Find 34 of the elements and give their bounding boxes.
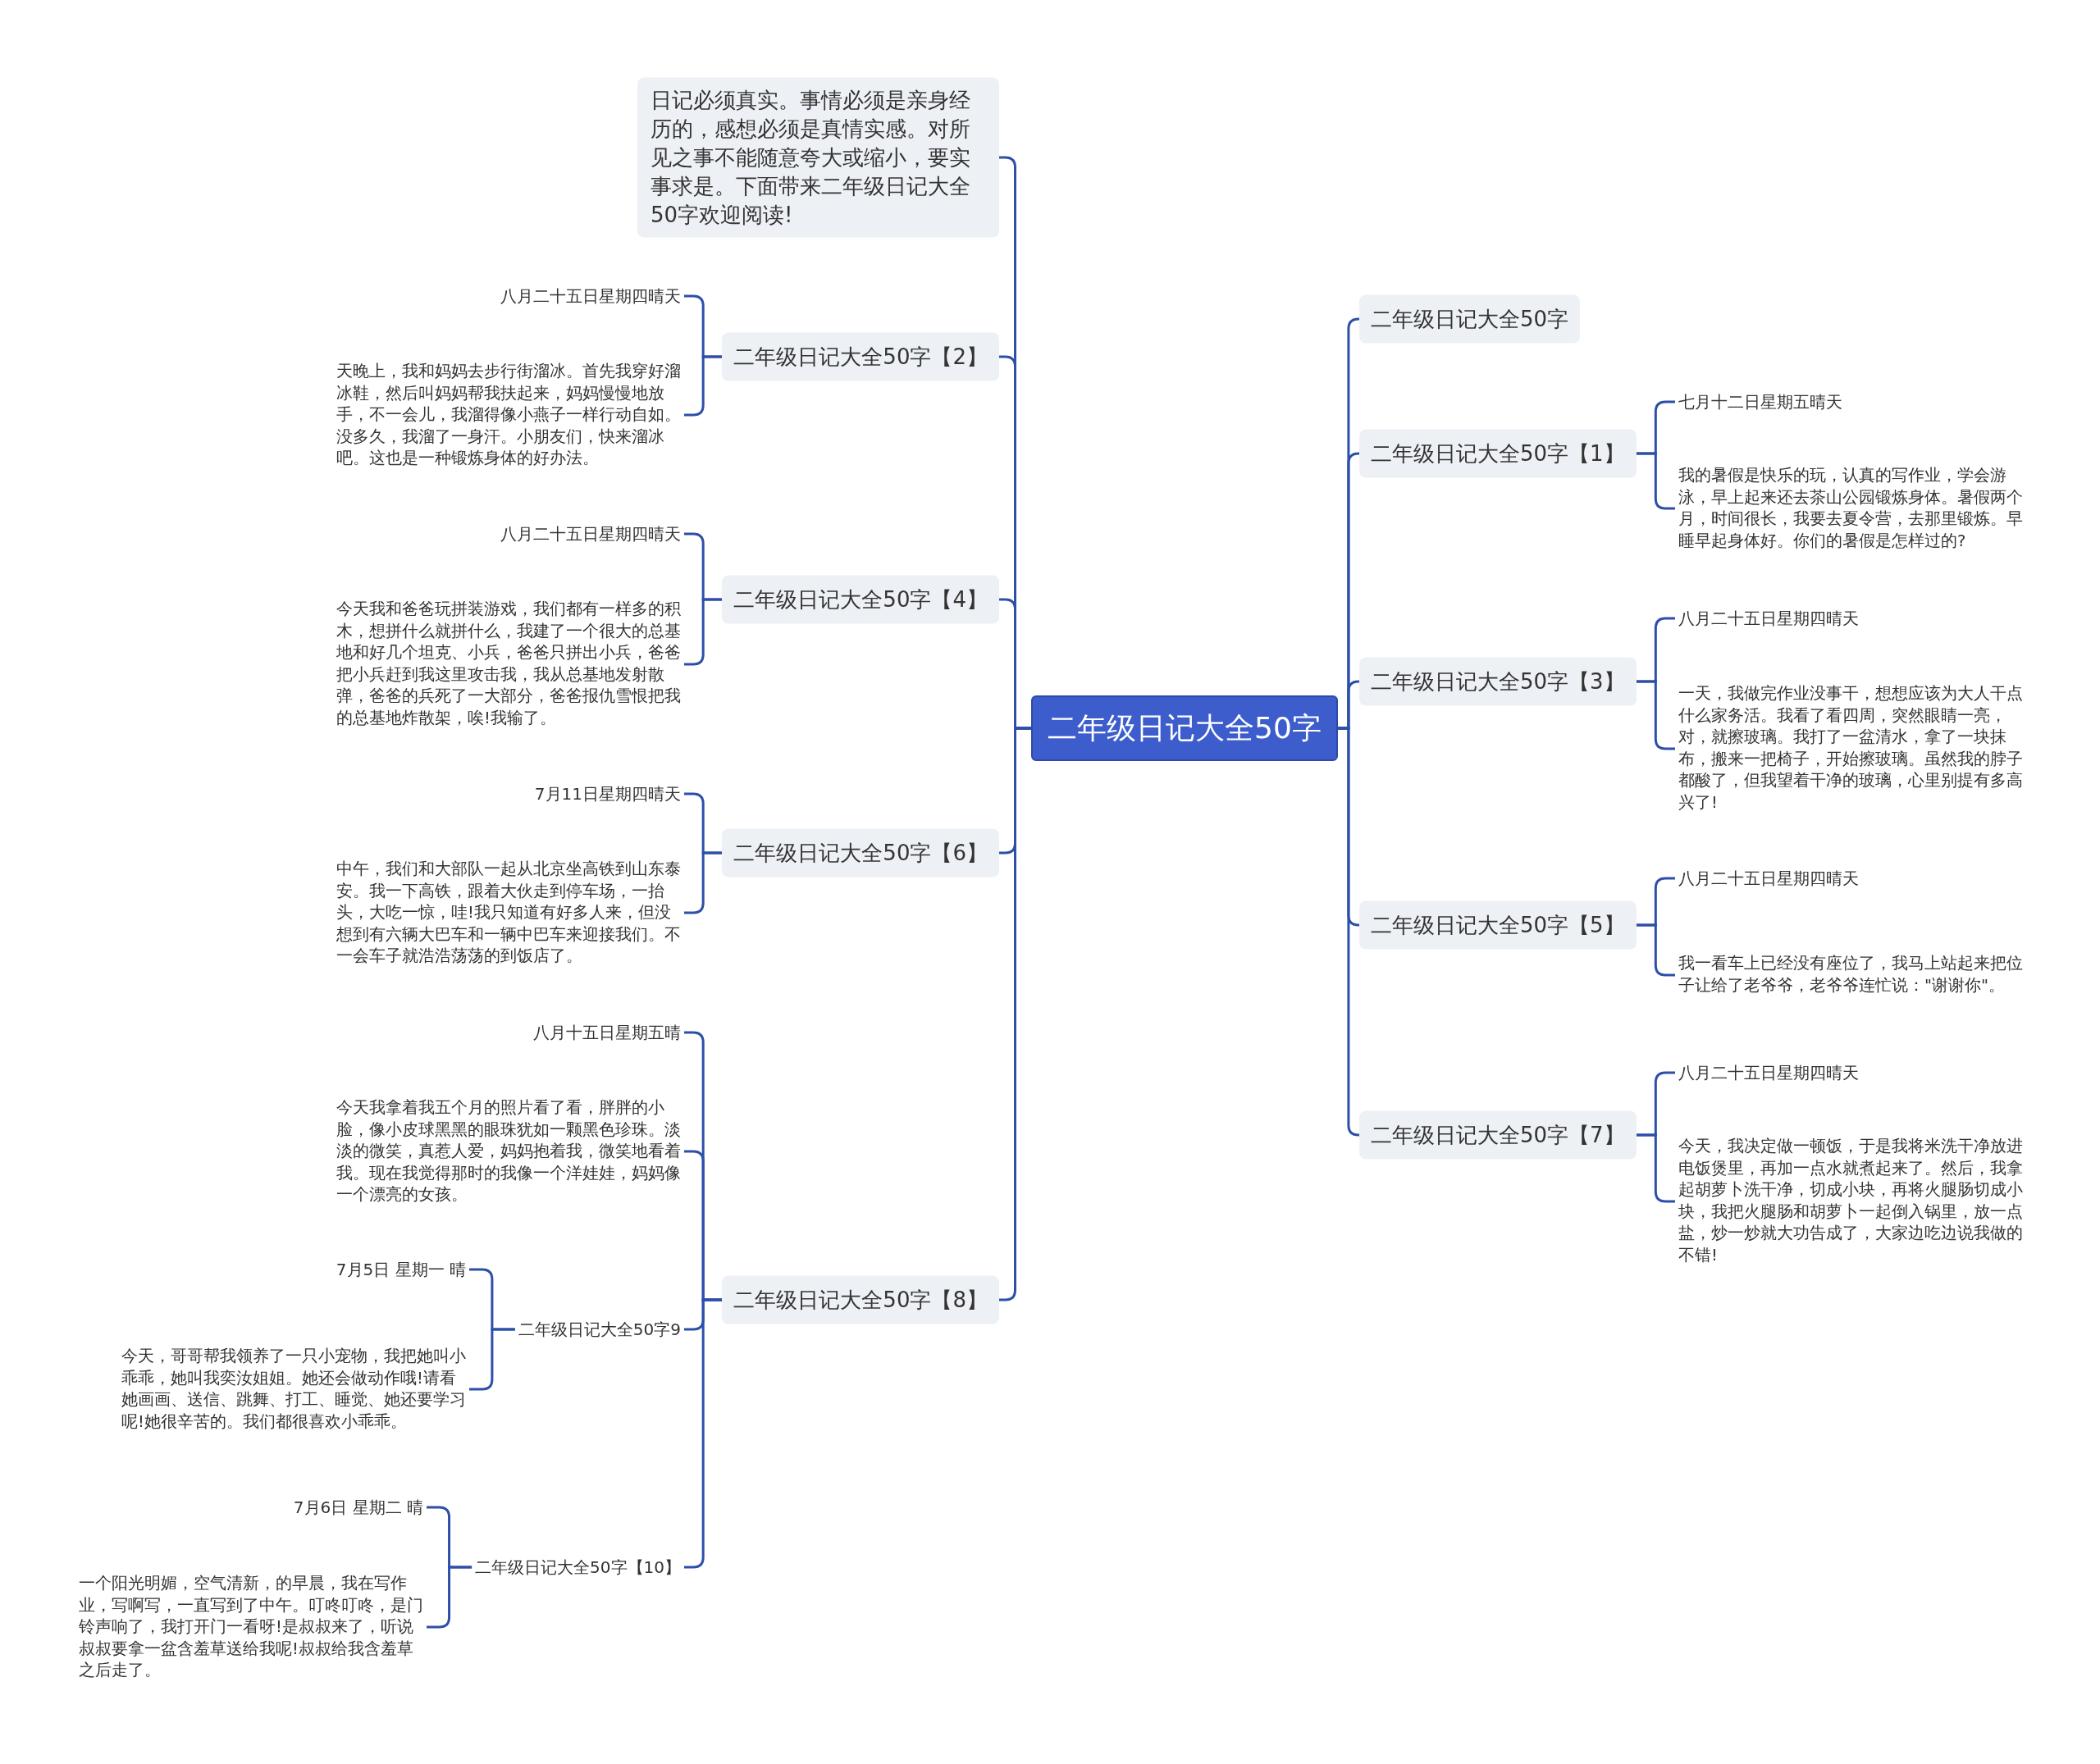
diary-text: 我的暑假是快乐的玩，认真的写作业，学会游泳，早上起来还去茶山公园锻炼身体。暑假两个月，时间很长，我要去夏令营，去那里锻炼。早睡早起身体好。你们的暑假是怎样过的? — [1675, 464, 2026, 553]
diary-text: 今天，哥哥帮我领养了一只小宠物，我把她叫小乖乖，她叫我奕汝姐姐。她还会做动作哦!请看她画画、送信、跳舞、打工、睡觉、她还要学习呢!她很辛苦的。我们都很喜欢小乖乖。 — [118, 1345, 469, 1434]
date-text: 7月11日星期四晴天 — [531, 783, 684, 805]
date-text: 7月5日 星期一 晴 — [332, 1259, 469, 1280]
date-text: 八月二十五日星期四晴天 — [1675, 608, 1862, 629]
connector-line — [1337, 727, 1360, 1137]
diary-text: 天晚上，我和妈妈去步行街溜冰。首先我穿好溜冰鞋，然后叫妈妈帮我扶起来，妈妈慢慢地放手，不一会儿，我溜得像小燕子一样行动自如。没多久，我溜了一身汗。小朋友们，快来溜冰吧。这也是一种锻炼身体的好办法。 — [333, 360, 684, 470]
topic-box: 二年级日记大全50字【4】 — [722, 575, 999, 624]
topic-box: 二年级日记大全50字 — [1359, 294, 1581, 344]
diary-text: 一天，我做完作业没事干，想想应该为大人干点什么家务活。我看了看四周，突然眼睛一亮，对，就擦玻璃。我打了一盆清水，拿了一块抹布，搬来一把椅子，开始擦玻璃。虽然我的脖子都酸了，但我望着干净的玻璃，心里别提有多高兴了! — [1675, 683, 2026, 814]
topic-box: 二年级日记大全50字【5】 — [1359, 900, 1637, 950]
diary-text: 今天我和爸爸玩拼装游戏，我们都有一样多的积木，想拼什么就拼什么，我建了一个很大的总基地和好几个坦克、小兵，爸爸只拼出小兵，爸爸把小兵赶到我这里攻击我，我从总基地发射散弹，爸爸的兵死了一大部分，爸爸报仇雪恨把我的总基地炸散架，唉!我输了。 — [333, 599, 684, 730]
subtopic-text: 二年级日记大全50字9 — [514, 1319, 684, 1340]
intro-box: 日记必须真实。事情必须是亲身经历的，感想必须是真情实感。对所见之事不能随意夸大或缩小，要实事求是。下面带来二年级日记大全50字欢迎阅读! — [637, 77, 999, 238]
topic-box: 二年级日记大全50字【7】 — [1359, 1110, 1637, 1160]
date-text: 八月二十五日星期四晴天 — [497, 285, 684, 307]
topic-box: 二年级日记大全50字【6】 — [722, 828, 999, 877]
topic-box: 二年级日记大全50字【8】 — [722, 1275, 999, 1324]
topic-box: 二年级日记大全50字【1】 — [1359, 429, 1637, 478]
date-text: 七月十二日星期五晴天 — [1675, 391, 1846, 413]
diary-text: 一个阳光明媚，空气清新，的早晨，我在写作业，写啊写，一直写到了中午。叮咚叮咚，是门铃声响了，我打开门一看呀!是叔叔来了，听说叔叔要拿一盆含羞草送给我呢!叔叔给我含羞草之后走了。 — [75, 1572, 427, 1682]
date-text: 八月二十五日星期四晴天 — [1675, 868, 1862, 889]
topic-box: 二年级日记大全50字【2】 — [722, 332, 999, 381]
diary-text: 今天我拿着我五个月的照片看了看，胖胖的小脸，像小皮球黑黑的眼珠犹如一颗黑色珍珠。淡淡的微笑，真惹人爱，妈妈抱着我，微笑地看着我。现在我觉得那时的我像一个洋娃娃，妈妈像一个漂亮的女孩。 — [333, 1096, 684, 1206]
diary-text: 中午，我们和大部队一起从北京坐高铁到山东泰安。我一下高铁，跟着大伙走到停车场，一抬头，大吃一惊，哇!我只知道有好多人来，但没想到有六辆大巴车和一辆中巴车来迎接我们。不一会车子就浩浩荡荡的到饭店了。 — [333, 858, 684, 968]
central-topic-box: 二年级日记大全50字 — [1031, 695, 1338, 761]
date-text: 7月6日 星期二 晴 — [290, 1497, 427, 1518]
date-text: 八月二十五日星期四晴天 — [497, 523, 684, 545]
date-text: 八月二十五日星期四晴天 — [1675, 1062, 1862, 1083]
diary-text: 我一看车上已经没有座位了，我马上站起来把位子让给了老爷爷，老爷爷连忙说："谢谢你"。 — [1675, 953, 2026, 997]
topic-box: 二年级日记大全50字【3】 — [1359, 657, 1637, 706]
diary-text: 今天，我决定做一顿饭，于是我将米洗干净放进电饭煲里，再加一点水就煮起来了。然后，我拿起胡萝卜洗干净，切成小块，再将火腿肠切成小块，我把火腿肠和胡萝卜一起倒入锅里，放一点盐，炒一炒就大功告成了，大家边吃边说我做的不错! — [1675, 1136, 2026, 1267]
subtopic-text: 二年级日记大全50字【10】 — [472, 1557, 684, 1578]
date-text: 八月十五日星期五晴 — [530, 1022, 684, 1043]
